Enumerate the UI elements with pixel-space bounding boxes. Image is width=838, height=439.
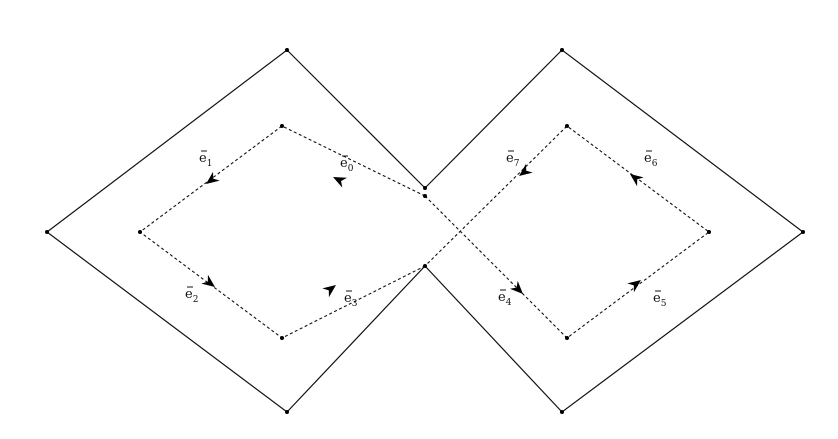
vertex [45, 230, 49, 234]
svg-text:e0: e0 [340, 156, 354, 174]
label-e1-base: e [199, 151, 207, 166]
label-e2: e2 [185, 286, 198, 305]
arrowhead-e1 [206, 171, 220, 184]
svg-text:e7: e7 [506, 151, 520, 169]
label-e0-sub: 0 [348, 164, 354, 174]
vertex [565, 124, 569, 128]
svg-text:e1: e1 [199, 151, 212, 169]
svg-text:e3: e3 [344, 291, 358, 309]
arrowhead-e5 [627, 280, 641, 293]
outer-boundary-right [424, 49, 804, 413]
outer-boundary-left [46, 49, 426, 413]
vertex [138, 230, 142, 234]
label-e2-sub: 2 [193, 295, 199, 305]
label-e5: e5 [653, 290, 667, 309]
label-e1-sub: 1 [207, 159, 213, 169]
label-e7-sub: 7 [514, 159, 520, 169]
vertex [423, 264, 427, 268]
label-e5-base: e [653, 291, 661, 306]
label-e5-sub: 5 [661, 299, 667, 309]
dashed-loop-left [139, 125, 426, 339]
label-e3-base: e [344, 291, 352, 306]
label-e0-base: e [340, 156, 348, 171]
edge-labels: e0 e1 e2 e3 e4 e5 e6 e7 [185, 150, 667, 309]
label-e3-sub: 3 [352, 299, 358, 309]
label-e6: e6 [644, 150, 658, 169]
arrowhead-e6 [630, 174, 644, 187]
svg-text:e2: e2 [185, 287, 198, 305]
arrowhead-e0 [333, 177, 348, 188]
label-e7-base: e [506, 151, 514, 166]
label-e6-base: e [644, 151, 652, 166]
vertex [285, 48, 289, 52]
label-e2-base: e [185, 287, 193, 302]
label-e0: e0 [340, 155, 354, 174]
vertex [560, 48, 564, 52]
arrowhead-e4 [509, 280, 523, 294]
vertex [801, 230, 805, 234]
vertex [560, 410, 564, 414]
arrowhead-e2 [201, 274, 215, 287]
label-e1: e1 [199, 150, 212, 169]
vertex [285, 410, 289, 414]
vertices [45, 48, 805, 414]
vertex [280, 336, 284, 340]
vertex [280, 124, 284, 128]
arrowhead-e3 [322, 285, 336, 298]
vertex [565, 336, 569, 340]
svg-text:e6: e6 [644, 151, 658, 169]
arrowheads [201, 163, 644, 298]
svg-text:e4: e4 [498, 290, 512, 308]
label-e7: e7 [506, 150, 520, 169]
label-e4-base: e [498, 290, 506, 305]
label-e6-sub: 6 [652, 159, 658, 169]
arrowhead-e7 [519, 163, 533, 176]
label-e4: e4 [498, 289, 512, 308]
label-e4-sub: 4 [506, 298, 512, 308]
vertex [707, 230, 711, 234]
vertex [423, 194, 427, 198]
svg-text:e5: e5 [653, 291, 667, 309]
label-e3: e3 [344, 290, 358, 309]
vertex [423, 186, 427, 190]
